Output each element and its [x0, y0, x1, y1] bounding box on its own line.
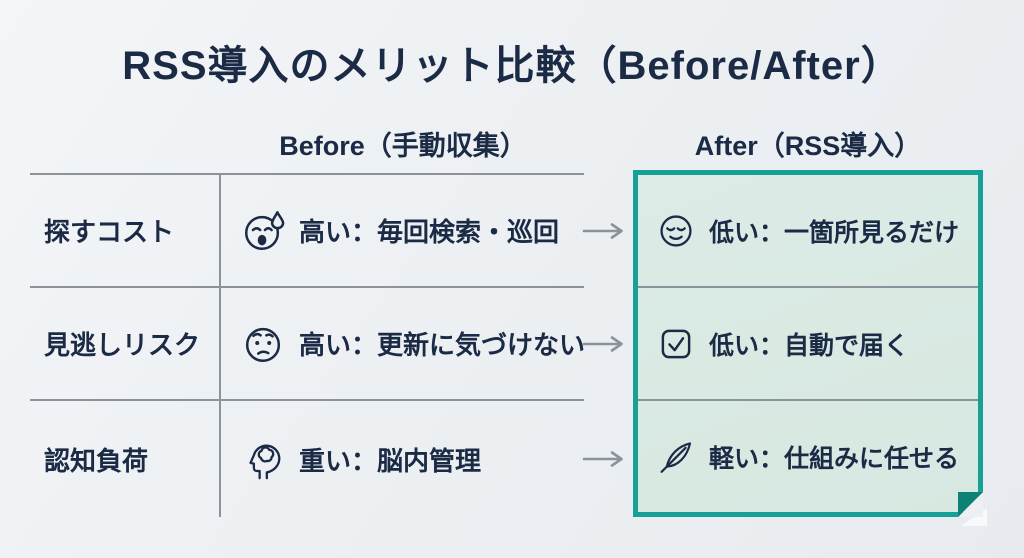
- before-text: 重い：脳内管理: [299, 445, 482, 476]
- table-row-divider-2: [30, 399, 584, 401]
- after-panel: 低い：一箇所見るだけ 低い：自動で届く 軽い：仕組みに任せる: [633, 170, 987, 526]
- relieved-face-icon: [655, 210, 697, 252]
- row-label-miss-risk: 見逃しリスク: [44, 330, 201, 360]
- page-title: RSS導入のメリット比較（Before/After）: [122, 44, 902, 88]
- right-arrow-icon: [581, 175, 627, 286]
- before-cell-search-cost: 高い：毎回検索・巡回: [240, 175, 575, 286]
- after-row-divider: [638, 399, 978, 401]
- right-arrow-icon: [581, 401, 627, 517]
- row-label-cognitive-load: 認知負荷: [44, 445, 149, 476]
- head-with-brain-icon: [240, 436, 286, 482]
- after-text: 低い：一箇所見るだけ: [709, 218, 960, 247]
- table-top-line: [30, 173, 584, 175]
- table-row-divider-1: [30, 286, 584, 288]
- after-cell-cognitive-load: 軽い：仕組みに任せる: [638, 401, 978, 512]
- after-cell-miss-risk: 低い：自動で届く: [638, 288, 978, 399]
- column-header-after: After（RSS導入）: [694, 131, 922, 161]
- after-text: 低い：自動で届く: [709, 331, 910, 360]
- worried-face-icon: [240, 321, 286, 367]
- after-text: 軽い：仕組みに任せる: [709, 444, 960, 473]
- after-row-divider: [638, 286, 978, 288]
- anxious-face-with-sweat-icon: [240, 208, 286, 254]
- checked-checkbox-icon: [655, 323, 697, 365]
- feather-icon: [655, 436, 697, 478]
- table-column-divider: [219, 173, 221, 517]
- before-cell-cognitive-load: 重い：脳内管理: [240, 401, 575, 517]
- after-cell-search-cost: 低い：一箇所見るだけ: [638, 175, 978, 286]
- right-arrow-icon: [581, 288, 627, 399]
- before-text: 高い：更新に気づけない: [299, 330, 586, 360]
- row-label-search-cost: 探すコスト: [44, 217, 175, 247]
- before-cell-miss-risk: 高い：更新に気づけない: [240, 288, 585, 399]
- column-header-before: Before（手動収集）: [279, 131, 527, 161]
- before-text: 高い：毎回検索・巡回: [299, 217, 560, 247]
